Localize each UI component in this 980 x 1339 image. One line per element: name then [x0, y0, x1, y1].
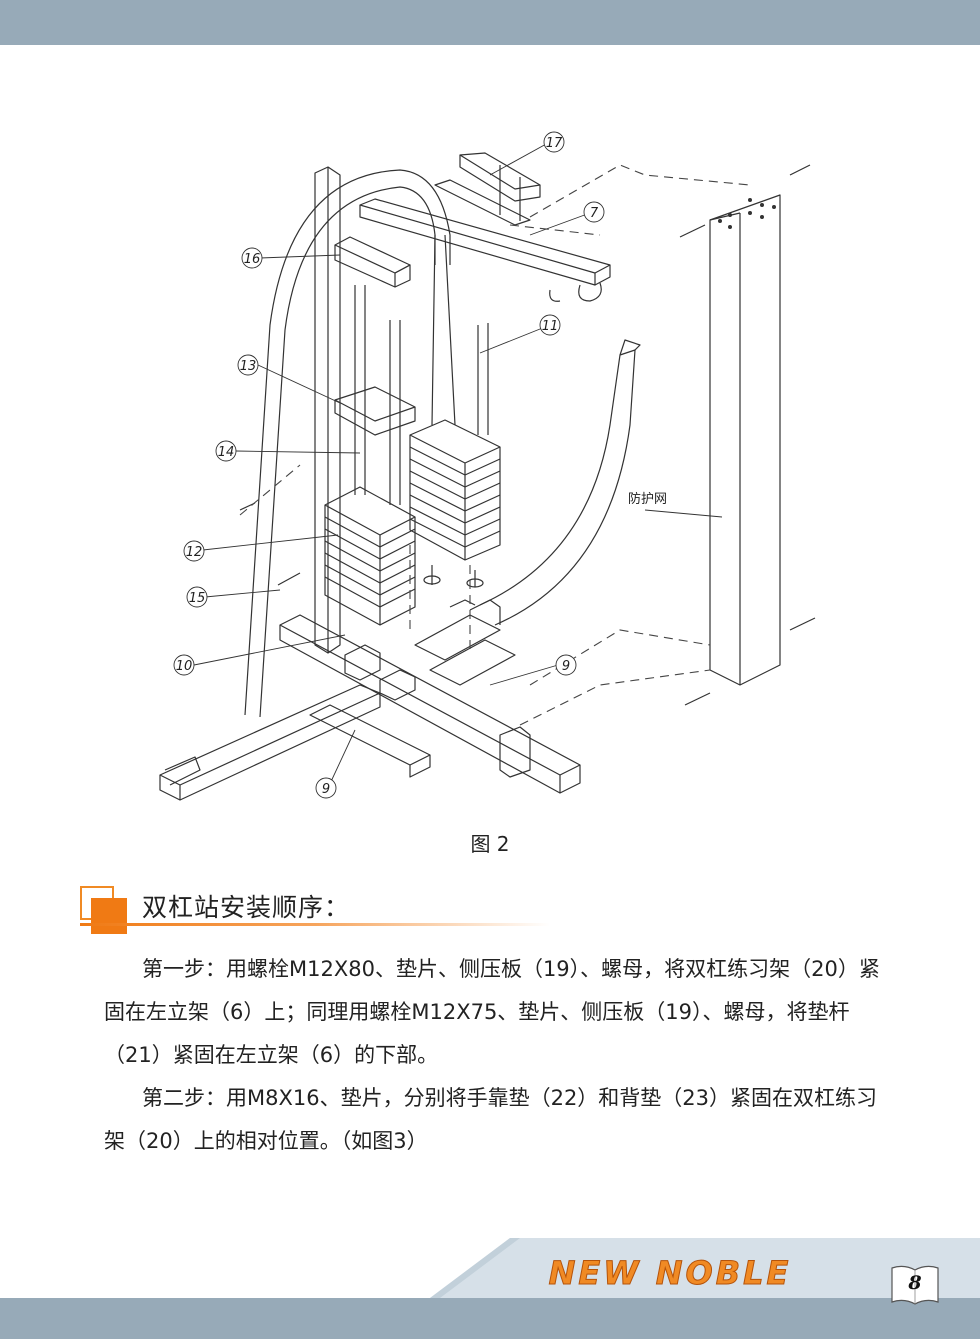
section-heading: 双杠站安装顺序：: [80, 884, 560, 936]
callout-14: 14: [218, 445, 235, 460]
callout-12: 12: [186, 545, 203, 560]
callout-7: 7: [590, 206, 599, 221]
heading-square-fill: [91, 898, 127, 934]
callout-13: 13: [240, 359, 257, 374]
bottom-band: [0, 1298, 980, 1339]
figure-caption: 图 2: [470, 832, 510, 856]
callout-17: 17: [546, 136, 563, 151]
callout-10: 10: [176, 659, 193, 674]
section-title: 双杠站安装顺序：: [142, 893, 351, 922]
top-band: [0, 0, 980, 45]
heading-underline: [80, 923, 550, 926]
callout-16: 16: [244, 252, 261, 267]
page-number: 8: [908, 1272, 922, 1294]
step-1-text: 第一步：用螺栓M12X80、垫片、侧压板（19）、螺母，将双杠练习架（20）紧固…: [104, 957, 880, 1067]
callout-11: 11: [542, 319, 559, 334]
logo-wordmark: NEW NOBLE: [549, 1254, 792, 1292]
callout-9-right: 9: [562, 659, 570, 674]
instructions-body: 第一步：用螺栓M12X80、垫片、侧压板（19）、螺母，将双杠练习架（20）紧固…: [104, 948, 884, 1163]
newnoble-logo: NEW NOBLE: [548, 1254, 792, 1293]
callout-9-bottom: 9: [322, 782, 330, 797]
step-2-text: 第二步：用M8X16、垫片，分别将手靠垫（22）和背垫（23）紧固在双杠练习架（…: [104, 1086, 878, 1153]
callout-15: 15: [189, 591, 206, 606]
page-number-badge: 8: [890, 1264, 940, 1306]
guard-net-label: 防护网: [628, 491, 667, 507]
equipment-exploded-diagram: 17 7 16 11 13 14 12 15 10 9 9 防护网: [159, 131, 816, 801]
book-icon: [891, 1265, 939, 1305]
